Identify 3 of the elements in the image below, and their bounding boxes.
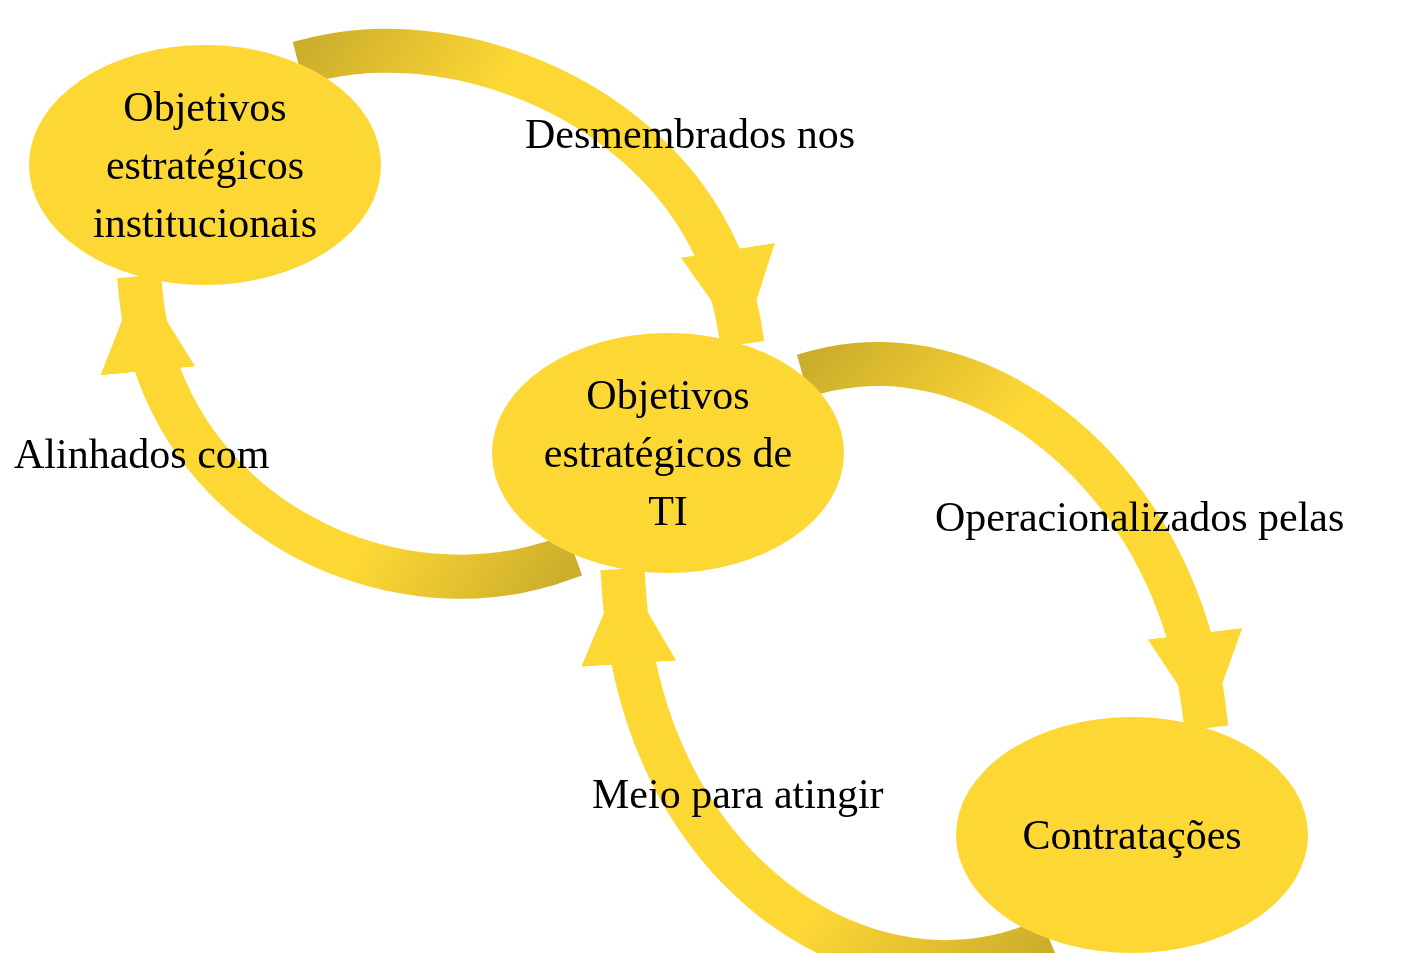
node-text: Objetivos estratégicos de TI — [542, 371, 794, 536]
node-text: Contratações — [1022, 811, 1242, 860]
node-text: Objetivos estratégicos institucionais — [92, 83, 318, 248]
